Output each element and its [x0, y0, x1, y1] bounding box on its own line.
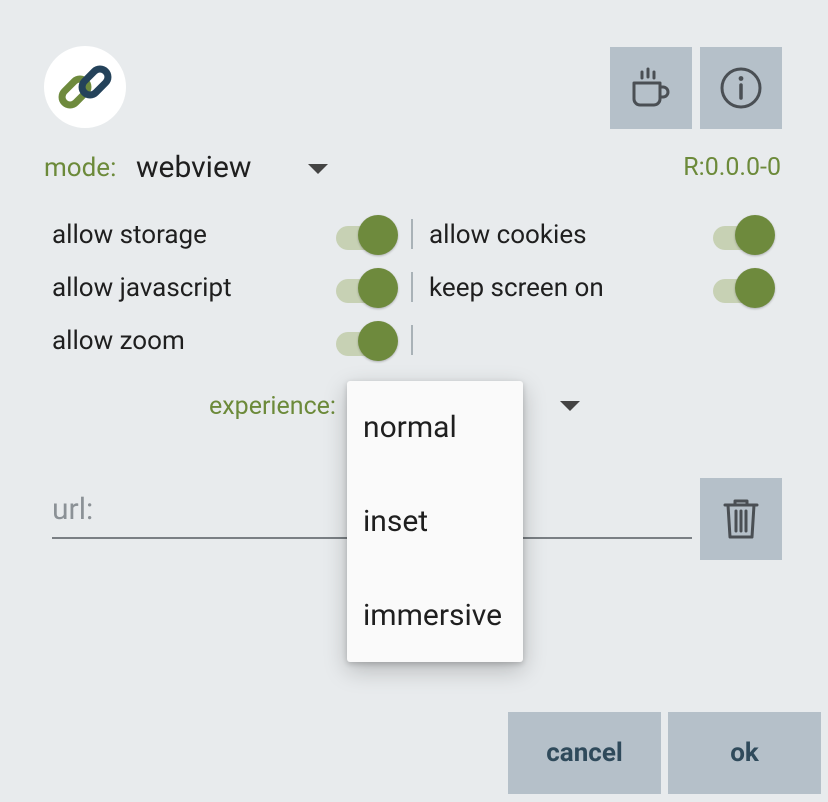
trash-icon [723, 499, 759, 539]
menu-item-inset[interactable]: inset [363, 504, 429, 539]
experience-label: experience: [209, 392, 336, 421]
keep-screen-on-label: keep screen on [429, 273, 604, 303]
keep-screen-on-toggle[interactable] [711, 267, 775, 308]
mode-label: mode: [44, 153, 117, 183]
toggle-thumb [358, 321, 398, 361]
app-logo [44, 46, 126, 128]
toggle-thumb [735, 215, 775, 255]
divider [411, 219, 413, 249]
version-label: R:0.0.0-0 [683, 153, 781, 182]
mode-value: webview [136, 150, 252, 185]
clear-url-button[interactable] [700, 478, 782, 560]
ok-button[interactable]: ok [668, 712, 821, 794]
divider [411, 272, 413, 302]
allow-zoom-toggle[interactable] [334, 320, 398, 361]
allow-zoom-label: allow zoom [52, 326, 185, 356]
cancel-button[interactable]: cancel [508, 712, 661, 794]
info-button[interactable] [700, 47, 782, 129]
menu-item-normal[interactable]: normal [363, 410, 457, 445]
link-chain-icon [58, 65, 112, 109]
experience-menu: normal inset immersive [347, 381, 523, 662]
allow-storage-toggle[interactable] [334, 214, 398, 255]
toggle-thumb [358, 215, 398, 255]
url-input[interactable]: url: [52, 492, 94, 527]
experience-dropdown[interactable] [520, 386, 590, 426]
toggle-thumb [735, 268, 775, 308]
mode-dropdown[interactable]: webview [130, 146, 340, 190]
menu-item-immersive[interactable]: immersive [363, 598, 503, 633]
allow-javascript-toggle[interactable] [334, 267, 398, 308]
info-icon [720, 67, 762, 109]
mode-chevron-down-icon [308, 164, 328, 174]
experience-chevron-down-icon [560, 401, 580, 411]
allow-javascript-label: allow javascript [52, 273, 232, 303]
allow-cookies-toggle[interactable] [711, 214, 775, 255]
allow-cookies-label: allow cookies [429, 220, 587, 250]
divider [411, 325, 413, 355]
toggle-thumb [358, 268, 398, 308]
allow-storage-label: allow storage [52, 220, 207, 250]
coffee-button[interactable] [610, 47, 692, 129]
coffee-cup-icon [632, 67, 670, 107]
